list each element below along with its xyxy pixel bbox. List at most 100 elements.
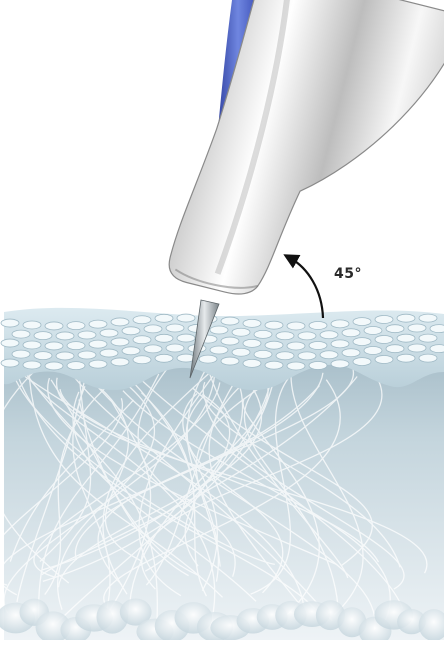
epidermis-cell bbox=[331, 320, 349, 328]
epidermis-cell bbox=[298, 332, 316, 340]
epidermis-cell bbox=[1, 319, 19, 327]
epidermis-cell bbox=[56, 332, 74, 340]
angle-label: 45° bbox=[334, 266, 362, 282]
epidermis-cell bbox=[12, 350, 30, 358]
epidermis-cell bbox=[89, 360, 107, 368]
epidermis-cell bbox=[210, 346, 228, 354]
epidermis-cell bbox=[309, 341, 327, 349]
epidermis-cell bbox=[408, 324, 426, 332]
epidermis-cell bbox=[133, 356, 151, 364]
epidermis-cell bbox=[67, 362, 85, 370]
epidermis-cell bbox=[430, 325, 444, 333]
epidermis-cell bbox=[166, 344, 184, 352]
epidermis-cell bbox=[122, 347, 140, 355]
epidermis-cell bbox=[1, 359, 19, 367]
epidermis-cell bbox=[100, 349, 118, 357]
epidermis-cell bbox=[276, 332, 294, 340]
epidermis-cell bbox=[56, 352, 74, 360]
epidermis-cell bbox=[67, 322, 85, 330]
epidermis-cell bbox=[45, 342, 63, 350]
epidermis-cell bbox=[265, 321, 283, 329]
epidermis-cell bbox=[397, 354, 415, 362]
epidermis-cell bbox=[298, 352, 316, 360]
injector-device bbox=[165, 0, 444, 333]
epidermis-cell bbox=[177, 314, 195, 322]
epidermis-cell bbox=[397, 314, 415, 322]
epidermis-cell bbox=[133, 336, 151, 344]
epidermis-cell bbox=[45, 322, 63, 330]
epidermis-cell bbox=[243, 359, 261, 367]
epidermis-cell bbox=[1, 339, 19, 347]
epidermis-cell bbox=[177, 334, 195, 342]
epidermis-cell bbox=[111, 318, 129, 326]
epidermis-cell bbox=[221, 357, 239, 365]
epidermis-cell bbox=[353, 318, 371, 326]
epidermis-cell bbox=[265, 341, 283, 349]
epidermis-cell bbox=[89, 340, 107, 348]
epidermis-cell bbox=[430, 345, 444, 353]
epidermis-cell bbox=[309, 361, 327, 369]
epidermis-cell bbox=[287, 342, 305, 350]
epidermis-cell bbox=[221, 337, 239, 345]
epidermis-cell bbox=[331, 340, 349, 348]
epidermis-cell bbox=[78, 331, 96, 339]
epidermis-cell bbox=[243, 339, 261, 347]
epidermis-cell bbox=[254, 350, 272, 358]
epidermis-cell bbox=[210, 326, 228, 334]
epidermis-cell bbox=[331, 360, 349, 368]
epidermis-cell bbox=[155, 314, 173, 322]
epidermis-cell bbox=[397, 334, 415, 342]
epidermis-cell bbox=[375, 335, 393, 343]
epidermis-cell bbox=[34, 352, 52, 360]
epidermis-cell bbox=[155, 334, 173, 342]
epidermis-cell bbox=[419, 314, 437, 322]
epidermis-cell bbox=[320, 351, 338, 359]
epidermis-cell bbox=[320, 331, 338, 339]
curved-arrow-icon bbox=[290, 258, 323, 318]
epidermis-cell bbox=[45, 362, 63, 370]
epidermis-cell bbox=[342, 349, 360, 357]
epidermis-cell bbox=[287, 362, 305, 370]
epidermis-cell bbox=[100, 329, 118, 337]
epidermis-cell bbox=[287, 322, 305, 330]
epidermis-cell bbox=[23, 341, 41, 349]
epidermis-cell bbox=[133, 316, 151, 324]
epidermis-cell bbox=[111, 358, 129, 366]
epidermis-cell bbox=[364, 346, 382, 354]
epidermis-cell bbox=[144, 325, 162, 333]
epidermis-cell bbox=[67, 342, 85, 350]
epidermis-cell bbox=[144, 345, 162, 353]
epidermis-cell bbox=[276, 352, 294, 360]
epidermis-cell bbox=[221, 317, 239, 325]
epidermis-cell bbox=[342, 329, 360, 337]
epidermis-cell bbox=[166, 324, 184, 332]
epidermis-cell bbox=[111, 338, 129, 346]
epidermis-cell bbox=[34, 332, 52, 340]
epidermis-cell bbox=[254, 330, 272, 338]
epidermis-cell bbox=[353, 338, 371, 346]
epidermis-cell bbox=[419, 334, 437, 342]
epidermis-cell bbox=[265, 361, 283, 369]
epidermis-cell bbox=[386, 325, 404, 333]
epidermis-cell bbox=[232, 328, 250, 336]
epidermis-cell bbox=[353, 358, 371, 366]
epidermis-cell bbox=[23, 361, 41, 369]
epidermis-cell bbox=[419, 354, 437, 362]
epidermis-cell bbox=[375, 315, 393, 323]
epidermis-cell bbox=[243, 319, 261, 327]
epidermis-cell bbox=[375, 355, 393, 363]
epidermis-cell bbox=[232, 348, 250, 356]
epidermis-cell bbox=[364, 326, 382, 334]
epidermis-cell bbox=[408, 344, 426, 352]
epidermis-cell bbox=[23, 321, 41, 329]
epidermis-cell bbox=[12, 330, 30, 338]
epidermis-cell bbox=[199, 355, 217, 363]
epidermis-cell bbox=[122, 327, 140, 335]
epidermis-cell bbox=[78, 351, 96, 359]
epidermis-cell bbox=[309, 321, 327, 329]
epidermis-cell bbox=[155, 354, 173, 362]
epidermis-cell bbox=[89, 320, 107, 328]
epidermis-cell bbox=[386, 345, 404, 353]
